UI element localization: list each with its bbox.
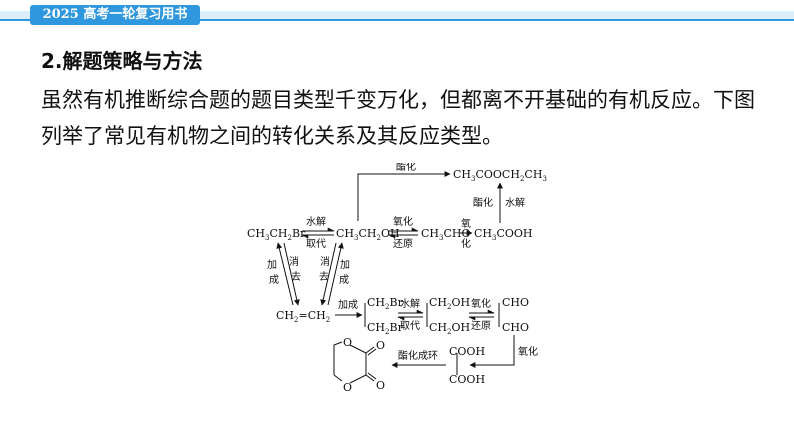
label-oxidation-1: 氧化 (393, 215, 413, 228)
banner-line (0, 19, 794, 21)
compound-ethanol: CH3CH2OH (336, 227, 400, 242)
label-oxidation-3: 氧化 (471, 297, 491, 310)
label-oxidation-2b: 化 (461, 237, 471, 250)
compound-dial-bottom: CHO (502, 321, 529, 334)
carbonyl-oxygen-top: O (376, 339, 385, 352)
compound-acetaldehyde: CH3CHO (421, 227, 471, 242)
organic-conversion-diagram: 酯化 CH3COOCH2CH3 酯化 水解 CH3CH2Br 水解 取代 CH3… (247, 163, 547, 394)
label-addition-left-2: 成 (269, 274, 279, 286)
compound-diol-bottom: CH2OH (429, 321, 470, 336)
label-substitution-2: 取代 (400, 320, 420, 332)
compound-dibromo-bottom: CH2Br (367, 321, 404, 336)
label-esterification: 酯化 (396, 163, 416, 173)
book-tag: 2025 高考一轮复习用书 (30, 5, 200, 25)
compound-diacid-bottom: COOH (449, 373, 485, 386)
label-elim-left-2: 去 (291, 271, 301, 283)
compound-bromoethane: CH3CH2Br (247, 227, 306, 242)
book-banner: 2025 高考一轮复习用书 (0, 5, 794, 25)
label-substitution-1: 取代 (306, 238, 326, 250)
label-addition-right-2: 成 (339, 274, 349, 286)
label-hydrolysis-right: 水解 (505, 196, 525, 209)
label-elim-left-1: 消 (289, 255, 299, 268)
section-paragraph: 虽然有机推断综合题的题目类型千变万化，但都离不开基础的有机反应。下图列举了常见有… (41, 88, 755, 148)
ring-oxygen-bottom: O (343, 381, 352, 394)
label-addition-right-1: 加 (340, 259, 350, 271)
label-oxidation-2a: 氧 (461, 217, 471, 230)
compound-acetic-acid: CH3COOH (474, 227, 533, 242)
label-addition-left-1: 加 (267, 259, 277, 271)
arrow-ethene-to-ethanol (327, 242, 344, 306)
label-oxidation-4: 氧化 (518, 345, 538, 358)
arrow-bromoethane-to-ethene (283, 242, 300, 306)
arrow-ethanol-to-ethene (320, 242, 337, 306)
arrow-ethene-to-bromoethane (276, 242, 294, 306)
label-addition-br: 加成 (338, 299, 358, 311)
compound-dibromo-top: CH2Br (367, 296, 404, 311)
compound-diacid-top: COOH (449, 345, 485, 358)
carbonyl-oxygen-bottom: O (376, 379, 385, 392)
ester-loop-path (357, 171, 451, 221)
compound-ethyl-acetate: CH3COOCH2CH3 (453, 168, 547, 183)
arrow-dial-to-diacid (469, 335, 515, 368)
label-elim-right-1: 消 (320, 255, 330, 268)
compound-dial-top: CHO (502, 296, 529, 309)
compound-ethene: CH2=CH2 (276, 309, 330, 324)
label-hydrolysis-1: 水解 (306, 215, 326, 228)
label-reduction-3: 还原 (471, 320, 491, 332)
label-hydrolysis-2: 水解 (400, 297, 420, 310)
section-heading: 2.解题策略与方法 (41, 49, 203, 73)
ring-oxygen-top: O (343, 336, 352, 349)
label-elim-right-2: 去 (319, 271, 329, 283)
cyclic-ester-structure (333, 341, 377, 384)
label-esterification-right: 酯化 (473, 196, 493, 209)
banner-stripe (0, 11, 794, 19)
compound-diol-top: CH2OH (429, 296, 470, 311)
label-ester-cyclize: 酯化成环 (398, 349, 438, 362)
label-reduction-1: 还原 (393, 238, 413, 250)
